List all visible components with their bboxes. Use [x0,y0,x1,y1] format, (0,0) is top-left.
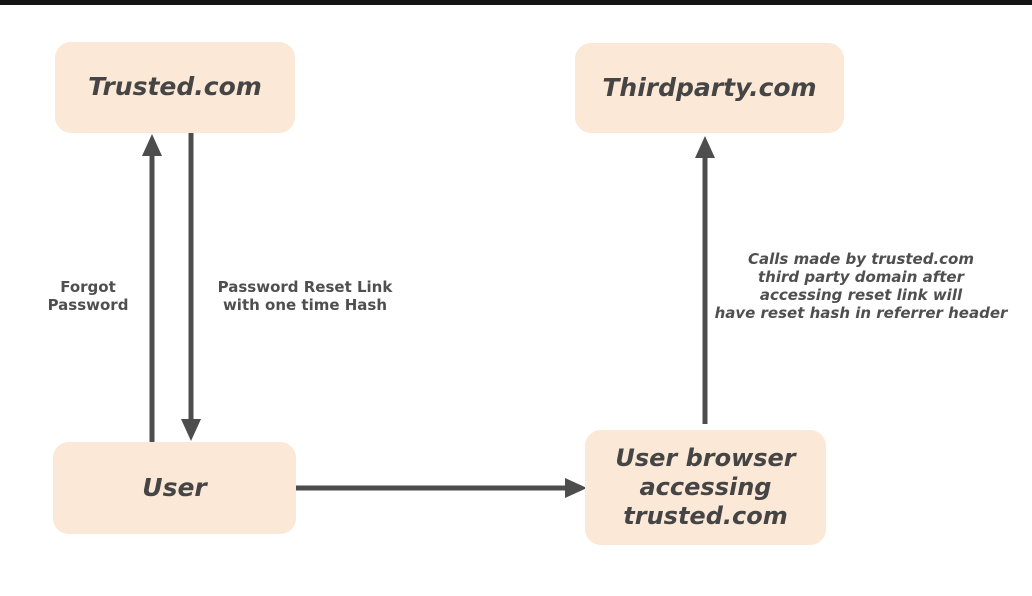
top-border-line [0,0,1032,5]
arrow-user-to-trusted [142,134,162,442]
node-trusted-com: Trusted.com [55,42,295,133]
arrow-user-to-browser [296,478,587,498]
edge-label-forgot-password: Forgot Password [47,278,129,314]
node-user-browser: User browser accessing trusted.com [585,430,826,545]
node-thirdparty-com: Thirdparty.com [575,43,844,133]
node-user: User [53,442,296,534]
arrow-browser-to-thirdparty [695,136,715,424]
edge-label-referrer-note: Calls made by trusted.com third party do… [714,250,1008,322]
arrow-trusted-to-user [181,133,201,441]
edge-label-password-reset-link: Password Reset Link with one time Hash [217,278,393,314]
